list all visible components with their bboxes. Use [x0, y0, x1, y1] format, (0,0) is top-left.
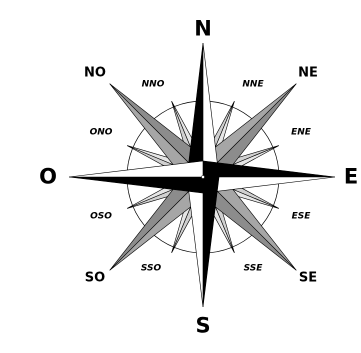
label-north: N [194, 19, 212, 40]
label-nne: NNE [242, 81, 263, 90]
point-e-left-half [203, 161, 335, 177]
point-n-right-half [203, 43, 219, 177]
label-southwest: SO [85, 272, 105, 285]
label-west: O [39, 167, 57, 188]
label-oso: OSO [90, 213, 112, 222]
label-southeast: SE [299, 272, 317, 285]
point-s-right-half [187, 177, 203, 307]
label-ono: ONO [90, 129, 113, 138]
point-n-left-half [187, 43, 203, 177]
label-ese: ESE [292, 213, 311, 222]
label-sse: SSE [244, 265, 263, 274]
point-e-right-half [203, 177, 335, 193]
label-south: S [195, 316, 210, 337]
label-east: E [344, 167, 358, 188]
label-sso: SSO [141, 265, 161, 274]
point-s-left-half [203, 177, 219, 307]
label-northeast: NE [298, 67, 318, 80]
point-w-left-half [69, 177, 203, 193]
point-w-right-half [69, 161, 203, 177]
compass-center [201, 175, 204, 178]
label-northwest: NO [84, 67, 106, 80]
label-ene: ENE [291, 129, 311, 138]
label-nno: NNO [142, 81, 165, 90]
